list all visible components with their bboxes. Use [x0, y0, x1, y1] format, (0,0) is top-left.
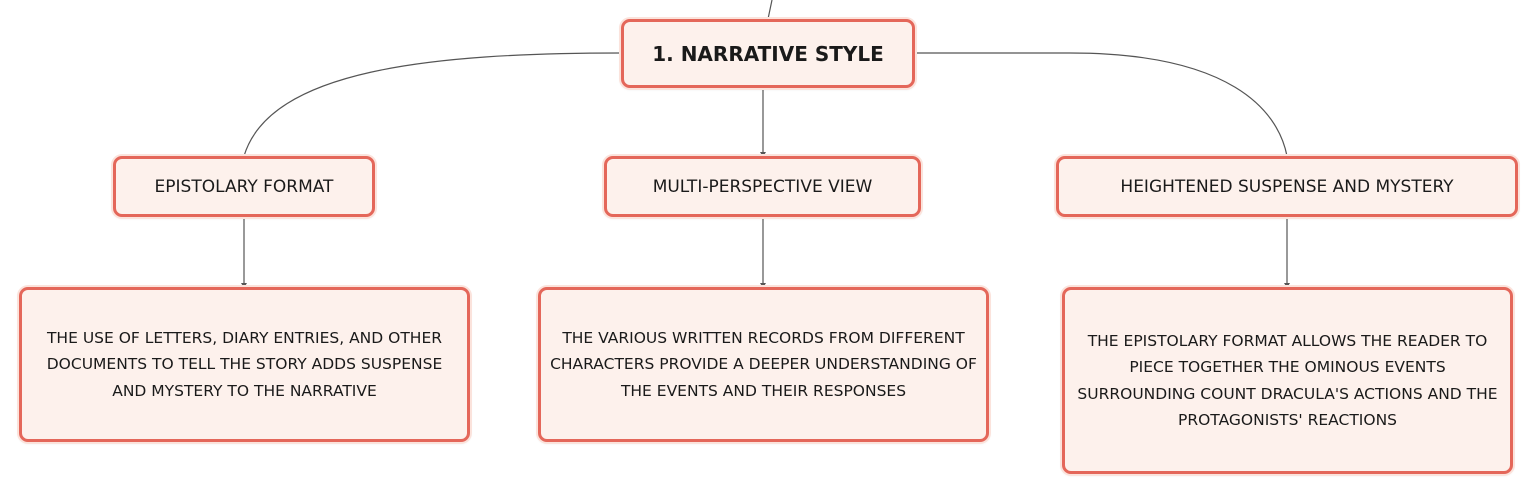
arrowhead-detail-1	[241, 283, 247, 288]
topic-node-label: EPISTOLARY FORMAT	[154, 176, 334, 197]
arrowhead-topic-2	[760, 152, 766, 157]
topic-node-heightened-suspense[interactable]: HEIGHTENED SUSPENSE AND MYSTERY	[1056, 156, 1518, 217]
detail-node-text: THE EPISTOLARY FORMAT ALLOWS THE READER …	[1077, 331, 1498, 430]
topic-node-epistolary-format[interactable]: EPISTOLARY FORMAT	[113, 156, 375, 217]
detail-node-multi-perspective-view[interactable]: THE VARIOUS WRITTEN RECORDS FROM DIFFERE…	[538, 287, 989, 442]
detail-node-heightened-suspense[interactable]: THE EPISTOLARY FORMAT ALLOWS THE READER …	[1062, 287, 1513, 474]
detail-node-text: THE VARIOUS WRITTEN RECORDS FROM DIFFERE…	[550, 328, 977, 400]
topic-node-label: HEIGHTENED SUSPENSE AND MYSTERY	[1120, 176, 1454, 197]
connector-root-to-topic-3	[915, 52, 1288, 157]
topic-node-label: MULTI-PERSPECTIVE VIEW	[652, 176, 873, 197]
connector-root-to-topic-1	[243, 52, 622, 157]
arrowhead-detail-3	[1284, 283, 1290, 288]
detail-node-text: THE USE OF LETTERS, DIARY ENTRIES, AND O…	[46, 328, 443, 400]
connector-parent-to-root	[767, 0, 773, 20]
root-node[interactable]: 1. NARRATIVE STYLE	[621, 19, 915, 88]
topic-node-multi-perspective-view[interactable]: MULTI-PERSPECTIVE VIEW	[604, 156, 921, 217]
root-node-label: 1. NARRATIVE STYLE	[652, 41, 884, 66]
detail-node-epistolary-format[interactable]: THE USE OF LETTERS, DIARY ENTRIES, AND O…	[19, 287, 470, 442]
arrowhead-detail-2	[760, 283, 766, 288]
